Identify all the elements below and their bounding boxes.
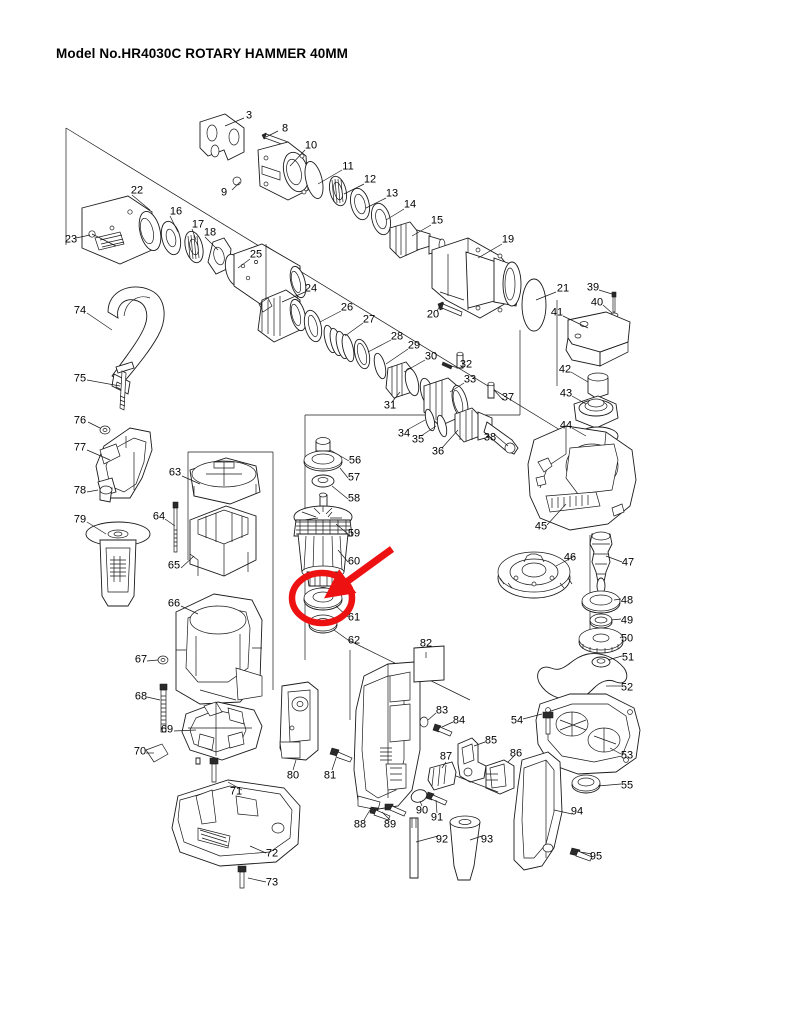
- callout-number-10: 10: [304, 139, 318, 152]
- callout-number-85: 85: [484, 734, 498, 747]
- callout-number-81: 81: [323, 769, 337, 782]
- callout-number-15: 15: [430, 214, 444, 227]
- callout-number-57: 57: [347, 471, 361, 484]
- callout-number-19: 19: [501, 233, 515, 246]
- callout-number-18: 18: [203, 226, 217, 239]
- callout-number-22: 22: [130, 184, 144, 197]
- callout-number-41: 41: [550, 306, 564, 319]
- callout-number-71: 71: [229, 785, 243, 798]
- callout-number-66: 66: [167, 597, 181, 610]
- callout-number-30: 30: [424, 350, 438, 363]
- callout-number-51: 51: [621, 651, 635, 664]
- callout-number-79: 79: [73, 513, 87, 526]
- callout-number-58: 58: [347, 492, 361, 505]
- callout-number-72: 72: [265, 847, 279, 860]
- callout-number-63: 63: [168, 466, 182, 479]
- callout-number-54: 54: [510, 714, 524, 727]
- callout-number-67: 67: [134, 653, 148, 666]
- callout-number-36: 36: [431, 445, 445, 458]
- callout-number-60: 60: [347, 555, 361, 568]
- callout-number-45: 45: [534, 520, 548, 533]
- callout-number-29: 29: [407, 339, 421, 352]
- callout-number-56: 56: [348, 454, 362, 467]
- callout-number-14: 14: [403, 198, 417, 211]
- callout-number-35: 35: [411, 433, 425, 446]
- callout-number-77: 77: [73, 441, 87, 454]
- callout-number-50: 50: [620, 632, 634, 645]
- callout-number-89: 89: [383, 818, 397, 831]
- callout-number-23: 23: [64, 233, 78, 246]
- callout-number-26: 26: [340, 301, 354, 314]
- callout-number-82: 82: [419, 637, 433, 650]
- callout-number-93: 93: [480, 833, 494, 846]
- page-title: Model No.HR4030C ROTARY HAMMER 40MM: [56, 46, 349, 61]
- callout-number-42: 42: [558, 363, 572, 376]
- callout-number-39: 39: [586, 281, 600, 294]
- callout-number-34: 34: [397, 427, 411, 440]
- callout-number-64: 64: [152, 510, 166, 523]
- callout-number-21: 21: [556, 282, 570, 295]
- callout-number-49: 49: [620, 614, 634, 627]
- callout-number-55: 55: [620, 779, 634, 792]
- callout-number-43: 43: [559, 387, 573, 400]
- callout-number-20: 20: [426, 308, 440, 321]
- callout-number-37: 37: [501, 391, 515, 404]
- callout-number-28: 28: [390, 330, 404, 343]
- callout-number-17: 17: [191, 218, 205, 231]
- callout-number-44: 44: [559, 419, 573, 432]
- callout-number-73: 73: [265, 876, 279, 889]
- callout-number-68: 68: [134, 690, 148, 703]
- callout-number-38: 38: [483, 431, 497, 444]
- callout-number-92: 92: [435, 833, 449, 846]
- callout-number-94: 94: [570, 805, 584, 818]
- callout-number-48: 48: [620, 594, 634, 607]
- callout-number-91: 91: [430, 811, 444, 824]
- callout-number-95: 95: [589, 850, 603, 863]
- callout-number-59: 59: [347, 527, 361, 540]
- callout-number-78: 78: [73, 484, 87, 497]
- callout-number-87: 87: [439, 750, 453, 763]
- callout-number-33: 33: [463, 373, 477, 386]
- callout-number-53: 53: [620, 749, 634, 762]
- callout-number-74: 74: [73, 304, 87, 317]
- callout-number-31: 31: [383, 399, 397, 412]
- callout-number-83: 83: [435, 704, 449, 717]
- callout-number-40: 40: [590, 296, 604, 309]
- callout-number-25: 25: [249, 248, 263, 261]
- callout-number-69: 69: [160, 723, 174, 736]
- callout-number-70: 70: [133, 745, 147, 758]
- callout-number-52: 52: [620, 681, 634, 694]
- callout-number-27: 27: [362, 313, 376, 326]
- callout-number-90: 90: [415, 804, 429, 817]
- callout-number-11: 11: [342, 160, 354, 173]
- callout-number-9: 9: [220, 186, 228, 199]
- callout-number-3: 3: [245, 109, 253, 122]
- callout-number-76: 76: [73, 414, 87, 427]
- callout-number-16: 16: [169, 205, 183, 218]
- callout-number-61: 61: [347, 611, 361, 624]
- callout-number-65: 65: [167, 559, 181, 572]
- callout-number-80: 80: [286, 769, 300, 782]
- callout-number-47: 47: [621, 556, 635, 569]
- callout-number-86: 86: [509, 747, 523, 760]
- callout-number-75: 75: [73, 372, 87, 385]
- callout-number-32: 32: [459, 358, 473, 371]
- callout-number-84: 84: [452, 714, 466, 727]
- callout-number-13: 13: [385, 187, 399, 200]
- callout-number-12: 12: [363, 173, 377, 186]
- callout-number-88: 88: [353, 818, 367, 831]
- callout-number-62: 62: [347, 634, 361, 647]
- callout-number-8: 8: [281, 122, 289, 135]
- callout-number-24: 24: [304, 282, 318, 295]
- callout-number-46: 46: [563, 551, 577, 564]
